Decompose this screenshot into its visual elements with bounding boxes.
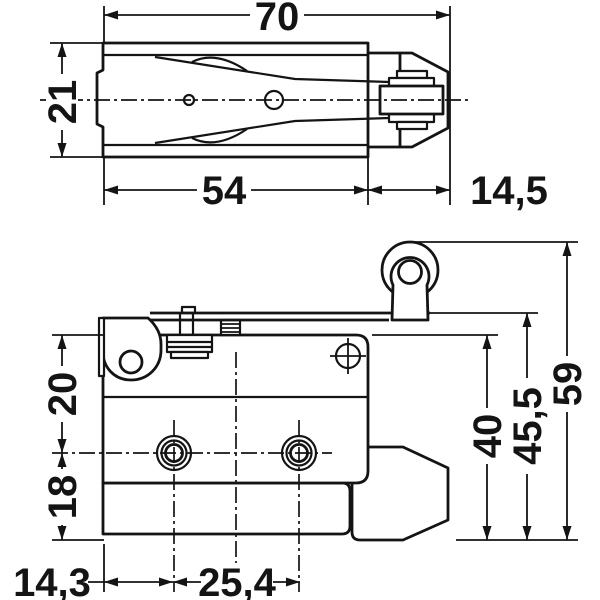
top-view-lever [154, 55, 391, 145]
side-view-plunger [165, 305, 242, 360]
side-view-gland [350, 445, 450, 542]
side-view-center-lines [52, 352, 332, 592]
dim-label-width: 21 [41, 80, 85, 125]
dim-label-body-length: 54 [202, 169, 247, 213]
dim-label-edge-to-hole: 14,3 [13, 561, 91, 600]
dim-label-hole-to-base: 18 [41, 475, 85, 520]
dim-label-hole-spacing: 25,4 [198, 561, 277, 600]
dim-label-top-to-hole: 20 [41, 372, 85, 417]
top-view: 70 21 54 14,5 [40, 0, 548, 213]
dim-label-total-length: 70 [255, 0, 300, 39]
dim-label-plunger-length: 14,5 [470, 169, 548, 213]
side-view-lever [150, 311, 430, 322]
side-view-lower-body [101, 481, 352, 536]
dim-label-lever-height: 45,5 [506, 387, 550, 465]
dim-label-body-height: 40 [466, 414, 510, 459]
side-view: 20 18 14,3 25,4 40 45,5 59 [13, 240, 590, 600]
top-view-body-edge-lines [103, 53, 368, 147]
side-view-extension-lines [52, 241, 578, 592]
side-view-hinge [97, 316, 163, 382]
side-view-terminal-mark [330, 338, 366, 374]
dim-label-total-height: 59 [546, 362, 590, 407]
top-view-roller [378, 69, 445, 131]
side-view-roller [380, 240, 440, 322]
